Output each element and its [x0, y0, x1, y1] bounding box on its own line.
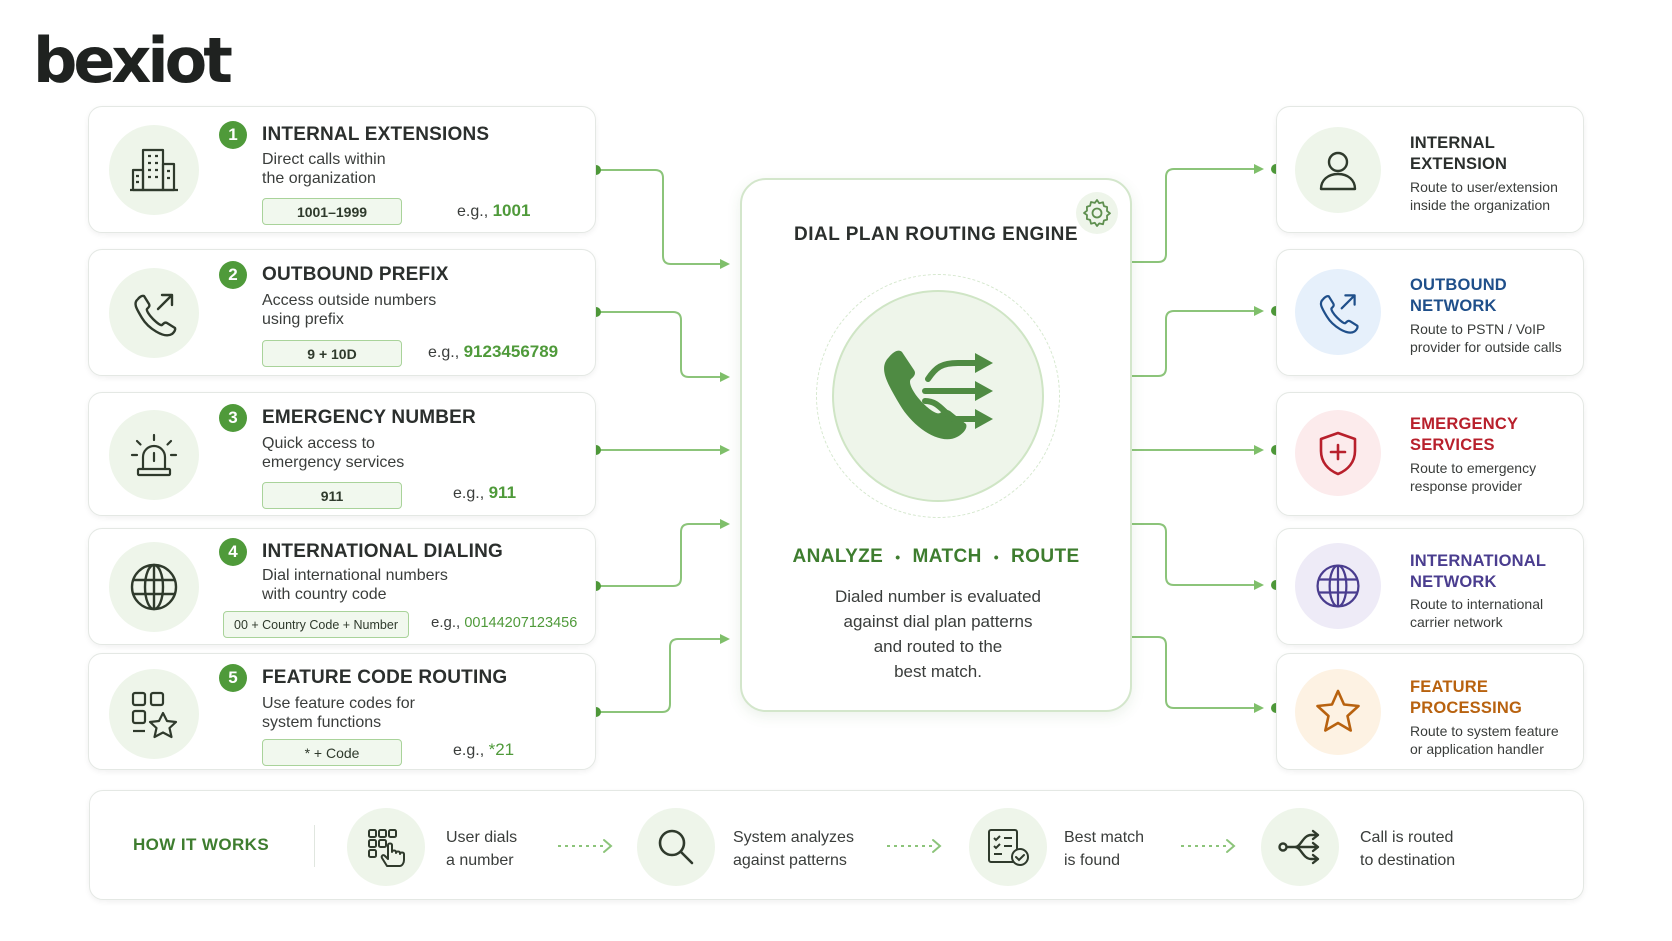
phone-outgoing-icon — [109, 268, 199, 358]
destination-title: EMERGENCY SERVICES — [1410, 415, 1519, 454]
rule-title: OUTBOUND PREFIX — [262, 264, 449, 285]
destination-title: INTERNAL EXTENSION — [1410, 134, 1508, 173]
engine-step-match: MATCH — [912, 546, 982, 567]
brand-logo: bexiot — [33, 24, 233, 97]
connector-international-out — [1132, 523, 1264, 590]
shield-cross-icon — [1295, 410, 1381, 496]
how-it-works-panel: HOW IT WORKS User dials a number System … — [89, 790, 1584, 900]
rule-number-badge: 3 — [219, 404, 247, 432]
engine-step-separator: • — [993, 549, 1000, 565]
engine-step-separator: • — [895, 549, 901, 565]
destination-card-international-network[interactable]: INTERNATIONAL NETWORK Route to internati… — [1276, 528, 1584, 645]
rule-title: FEATURE CODE ROUTING — [262, 667, 508, 688]
destination-description: Route to user/extension inside the organ… — [1410, 179, 1558, 213]
rule-description: Direct calls within the organization — [262, 151, 386, 187]
rule-title: INTERNAL EXTENSIONS — [262, 124, 490, 145]
rule-number-badge: 5 — [219, 664, 247, 692]
how-step-text: User dials a number — [446, 829, 518, 869]
rule-card-international-dialing[interactable]: 4 INTERNATIONAL DIALING Dial internation… — [88, 528, 596, 645]
grid-star-icon — [109, 669, 199, 759]
rule-number-badge: 4 — [219, 538, 247, 566]
rule-card-feature-code-routing[interactable]: 5 FEATURE CODE ROUTING Use feature codes… — [88, 653, 596, 770]
engine-title: DIAL PLAN ROUTING ENGINE — [794, 224, 1078, 245]
engine-step-analyze: ANALYZE — [792, 546, 884, 567]
rule-example: e.g., 1001 — [457, 201, 531, 220]
search-icon — [637, 808, 715, 886]
engine-step-route: ROUTE — [1011, 546, 1080, 567]
rule-pattern-pill: 911 — [262, 482, 402, 509]
destination-description: Route to emergency response provider — [1410, 460, 1537, 494]
rule-example: e.g., 00144207123456 — [431, 614, 578, 631]
destination-card-outbound-network[interactable]: OUTBOUND NETWORK Route to PSTN / VoIP pr… — [1276, 249, 1584, 376]
globe-icon — [1295, 543, 1381, 629]
rule-title: EMERGENCY NUMBER — [262, 407, 476, 428]
rule-card-emergency-number[interactable]: 3 EMERGENCY NUMBER Quick access to emerg… — [88, 392, 596, 516]
dotted-arrow-icon — [1181, 839, 1236, 853]
connector-feature-out — [1132, 636, 1264, 713]
destination-title: OUTBOUND NETWORK — [1410, 276, 1507, 315]
rule-number-badge: 1 — [219, 121, 247, 149]
building-icon — [109, 125, 199, 215]
how-step-text: Call is routed to destination — [1360, 829, 1456, 869]
rule-description: Use feature codes for system functions — [262, 695, 415, 731]
destination-description: Route to PSTN / VoIP provider for outsid… — [1410, 321, 1562, 355]
route-split-icon — [1261, 808, 1339, 886]
divider — [314, 825, 315, 867]
how-step-text: System analyzes against patterns — [733, 829, 854, 869]
destination-card-emergency-services[interactable]: EMERGENCY SERVICES Route to emergency re… — [1276, 392, 1584, 516]
engine-steps: ANALYZE • MATCH • ROUTE — [742, 546, 1130, 568]
destination-card-internal-extension[interactable]: INTERNAL EXTENSION Route to user/extensi… — [1276, 106, 1584, 233]
rule-example: e.g., *21 — [453, 740, 515, 759]
rule-description: Dial international numbers with country … — [262, 567, 448, 603]
routing-engine-panel: DIAL PLAN ROUTING ENGINE ANALYZE • MATCH… — [740, 178, 1132, 712]
rule-pattern-pill: 9 + 10D — [262, 340, 402, 367]
user-icon — [1295, 127, 1381, 213]
rule-description: Quick access to emergency services — [262, 435, 405, 471]
connector-outbound-out — [1132, 306, 1264, 377]
destination-title: INTERNATIONAL NETWORK — [1410, 552, 1547, 591]
connector-international-in — [596, 519, 730, 587]
connector-outbound-in — [596, 311, 730, 382]
gear-icon[interactable] — [1076, 192, 1118, 234]
connector-internal-in — [596, 169, 730, 269]
rule-description: Access outside numbers using prefix — [262, 292, 437, 328]
rule-example: e.g., 911 — [453, 483, 517, 502]
dotted-arrow-icon — [558, 839, 613, 853]
rule-number-badge: 2 — [219, 261, 247, 289]
how-it-works-label: HOW IT WORKS — [133, 835, 270, 854]
phone-routing-icon — [832, 290, 1044, 502]
engine-description: Dialed number is evaluated against dial … — [834, 587, 1041, 681]
connector-feature-in — [596, 634, 730, 713]
phone-outgoing-icon — [1295, 269, 1381, 355]
star-icon — [1295, 669, 1381, 755]
keypad-touch-icon — [347, 808, 425, 886]
siren-icon — [109, 410, 199, 500]
checklist-icon — [969, 808, 1047, 886]
rule-title: INTERNATIONAL DIALING — [262, 541, 503, 562]
rule-example: e.g., 9123456789 — [428, 342, 559, 361]
destination-description: Route to system feature or application h… — [1410, 723, 1559, 757]
destination-title: FEATURE PROCESSING — [1410, 678, 1523, 717]
how-step-text: Best match is found — [1064, 829, 1145, 869]
destination-card-feature-processing[interactable]: FEATURE PROCESSING Route to system featu… — [1276, 653, 1584, 770]
connector-internal-out — [1132, 164, 1264, 263]
rule-pattern-pill: 00 + Country Code + Number — [223, 611, 409, 638]
globe-icon — [109, 542, 199, 632]
rule-card-internal-extensions[interactable]: 1 INTERNAL EXTENSIONS Direct calls withi… — [88, 106, 596, 233]
dotted-arrow-icon — [887, 839, 942, 853]
rule-pattern-pill: 1001–1999 — [262, 198, 402, 225]
engine-ring — [816, 274, 1060, 518]
rule-card-outbound-prefix[interactable]: 2 OUTBOUND PREFIX Access outside numbers… — [88, 249, 596, 376]
rule-pattern-pill: * + Code — [262, 739, 402, 766]
destination-description: Route to international carrier network — [1410, 596, 1544, 630]
